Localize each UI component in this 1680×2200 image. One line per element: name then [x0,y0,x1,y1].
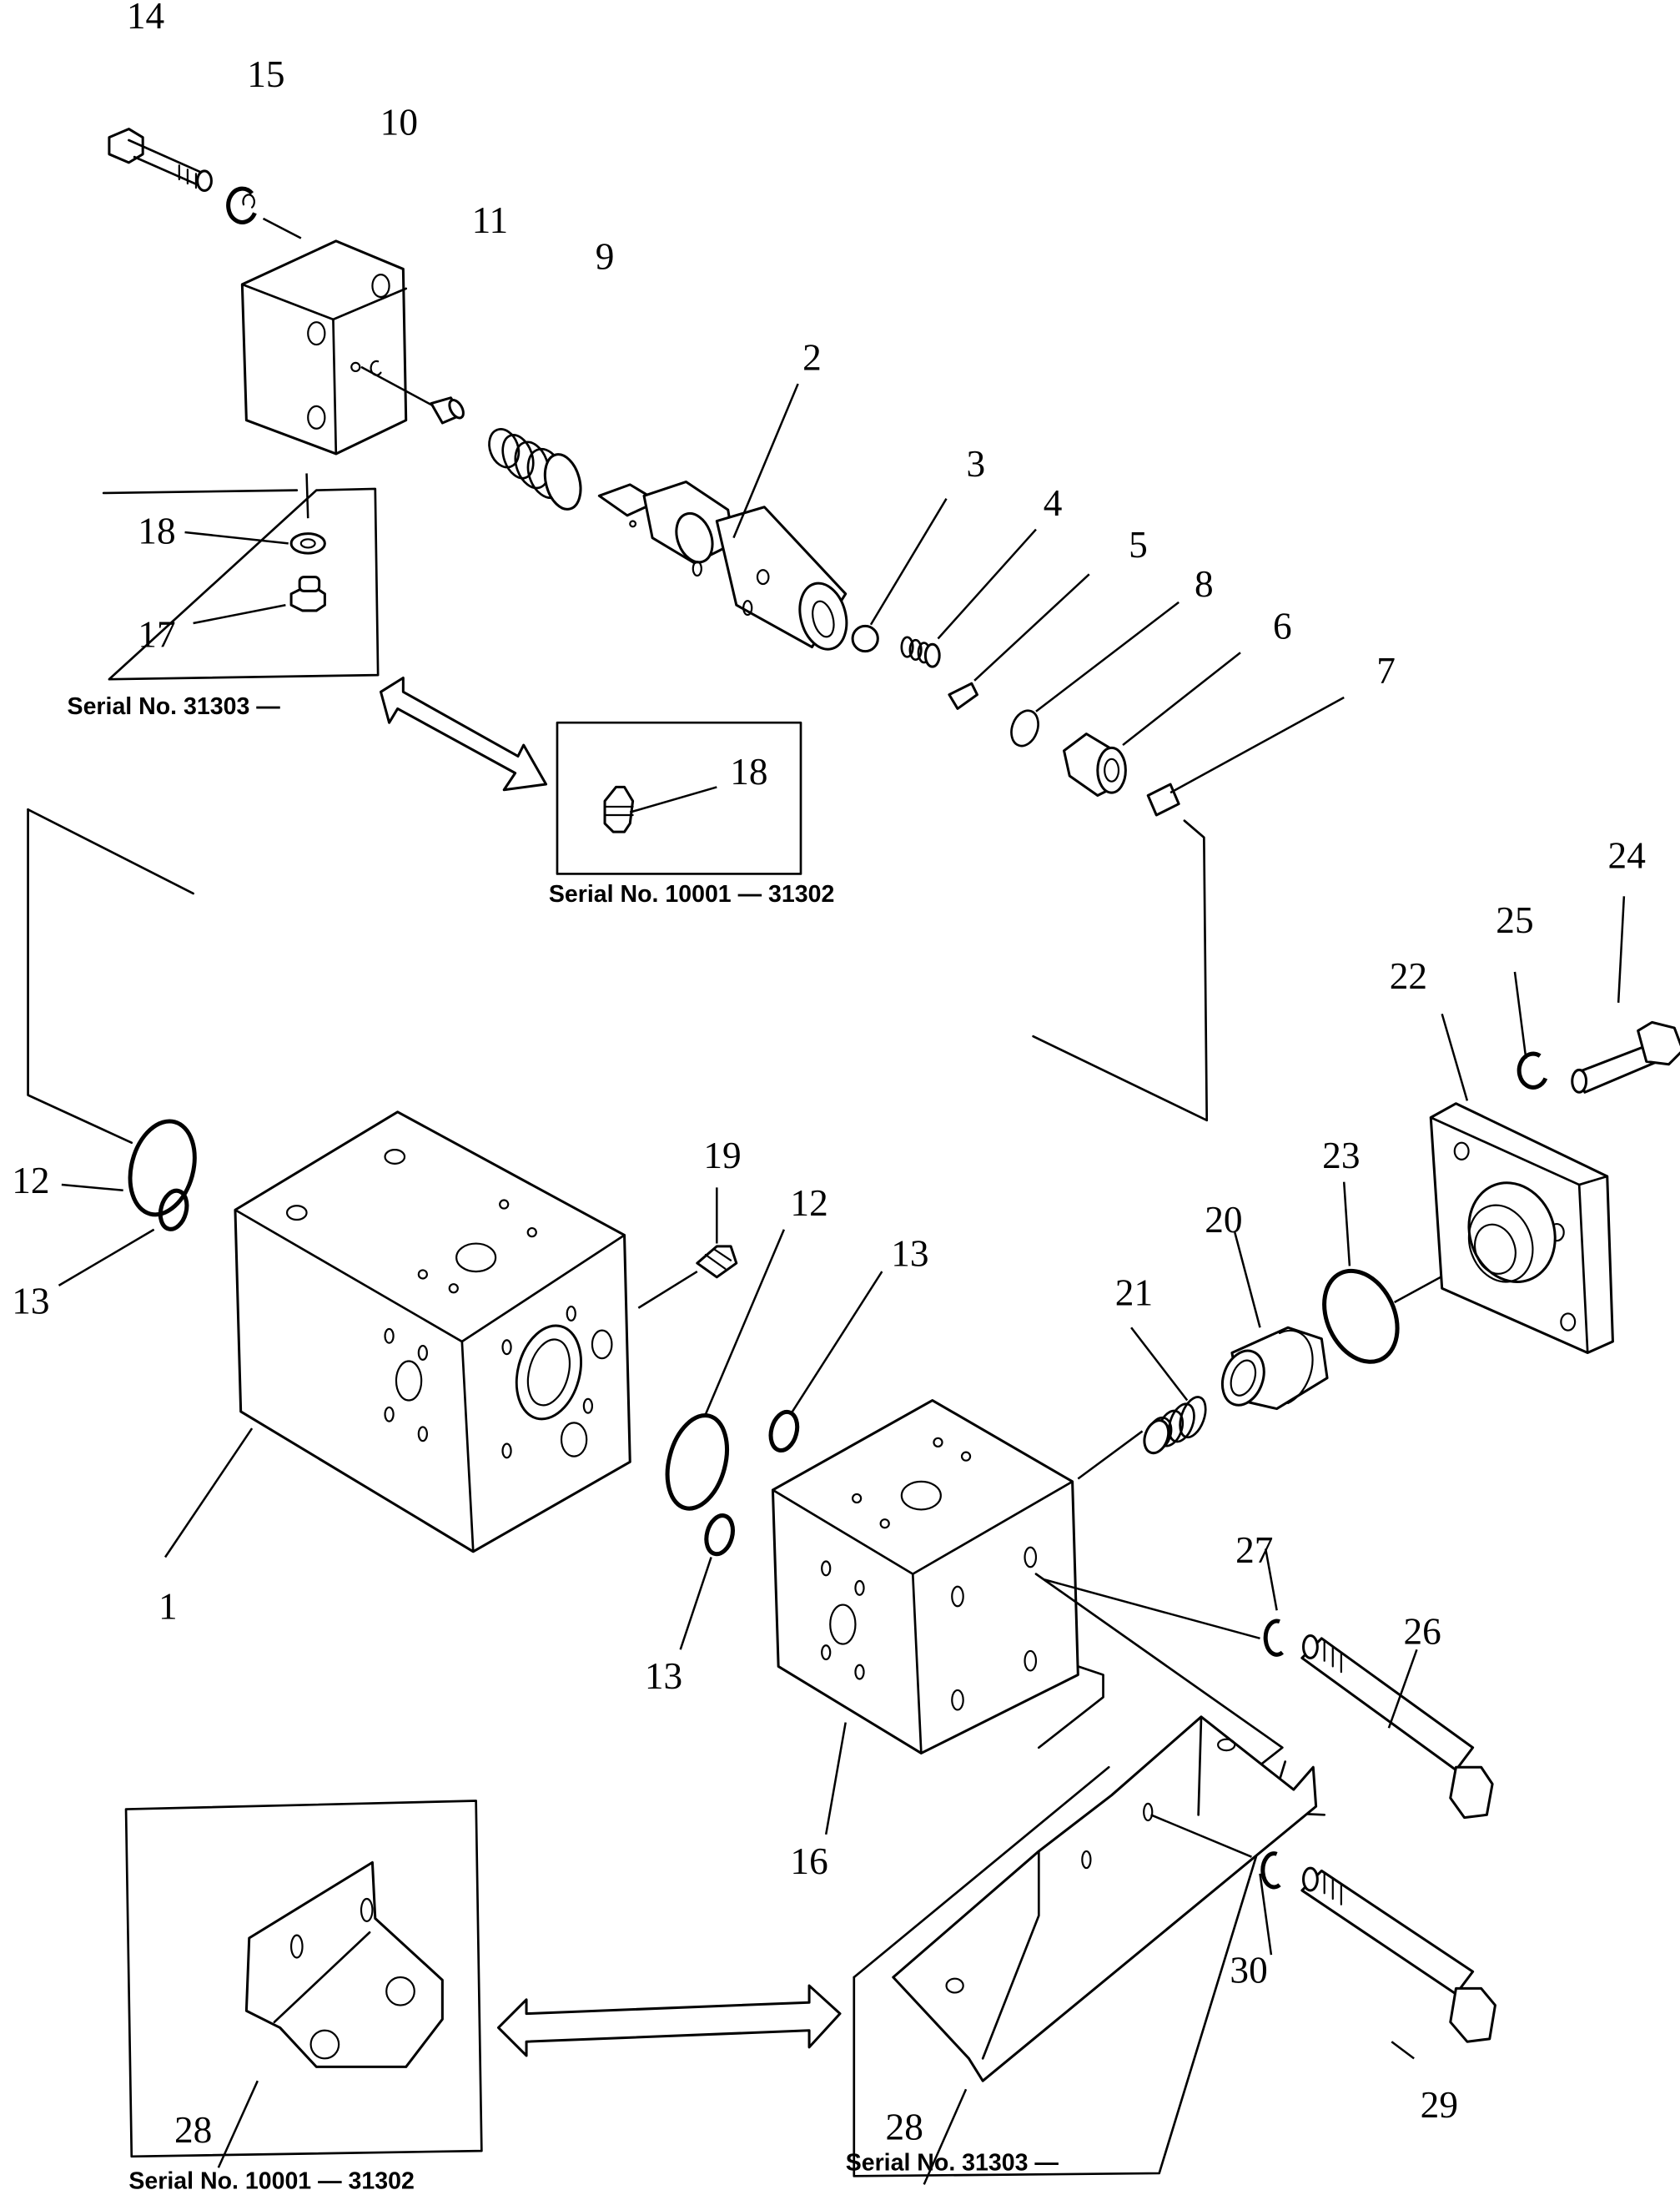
washer-27 [1263,1619,1284,1657]
pin-7 [1146,783,1180,817]
plug-18 [696,1245,738,1279]
washer-15 [226,186,257,224]
callout-24: 24 [1608,835,1646,877]
valve-body-1 [234,1110,631,1553]
callout-13-middle-bottom: 13 [645,1655,682,1697]
spring-21 [1143,1396,1207,1455]
callout-8: 8 [1195,563,1214,605]
callout-17: 18 [138,510,175,551]
callout-15: 15 [247,53,284,95]
o-ring-23 [1322,1268,1400,1364]
callout-18-body: 19 [703,1135,741,1176]
callout-16: 17 [138,614,175,656]
swap-arrow-plug [379,676,548,792]
serial-note-plug-old: Serial No. 10001 — 31302 [549,881,834,908]
callout-29: 29 [1421,2084,1458,2126]
callout-26: 26 [1404,1611,1441,1653]
pin-5 [948,682,978,710]
inset-plug-new [102,487,380,681]
callout-12-left: 12 [12,1160,49,1201]
bolt-14 [108,128,213,192]
callout-13-middle-top: 13 [891,1232,928,1274]
pin-11 [430,396,465,425]
serial-note-plug-new: Serial No. 31303 — [68,693,281,720]
spring-9 [488,428,582,511]
serial-note-bracket-old: Serial No. 10001 — 31302 [128,2167,414,2194]
callout-18-inset: 18 [730,751,767,793]
ball-3 [851,624,879,653]
callout-7: 7 [1376,650,1396,692]
valve-body-19 [771,1399,1079,1754]
o-ring-13-middle-bottom [704,1513,735,1557]
o-ring-13-middle-top [768,1409,800,1452]
callout-14: 14 [127,0,164,37]
inset-bracket-old [124,1800,483,2158]
callout-5: 5 [1129,524,1148,566]
callout-13-left: 13 [12,1280,49,1322]
callout-4: 4 [1044,482,1063,524]
callout-10: 10 [380,101,418,143]
bolt-24 [1571,1020,1680,1094]
callout-12-middle: 12 [790,1182,827,1224]
serial-notes: Serial No. 31303 — Serial No. 10001 — 31… [68,693,1059,2194]
callout-9: 9 [596,235,615,277]
callout-28-old: 28 [174,2109,212,2151]
o-ring-12-middle [665,1413,729,1511]
cover-10 [240,239,408,456]
piston-20 [1220,1326,1329,1411]
o-ring-13-left [158,1188,189,1231]
callout-labels: 14 15 10 11 9 2 3 4 5 8 6 7 18 17 18 24 … [12,0,1646,2151]
poppet-6 [1063,732,1127,797]
swap-arrow-bracket [496,1984,842,2057]
inset-plug-old [556,721,802,875]
callout-28-new: 28 [886,2107,923,2148]
o-ring-12-left [128,1119,197,1217]
bolt-29 [1300,1866,1496,2043]
callout-25: 25 [1496,899,1533,941]
callout-6: 6 [1273,606,1292,647]
callout-2: 2 [802,336,822,378]
callout-3: 3 [966,443,985,485]
bolt-26 [1300,1634,1494,1820]
callout-22: 22 [1390,955,1427,997]
washer-30 [1260,1851,1281,1890]
bracket-28-new [892,1715,1318,2082]
callout-19: 16 [790,1840,827,1882]
spring-4 [900,636,941,668]
callout-20: 20 [1205,1199,1242,1241]
callout-23: 23 [1322,1135,1360,1176]
spool-2 [597,481,848,651]
callout-1: 1 [158,1585,178,1627]
washer-25 [1517,1051,1548,1090]
callout-30: 30 [1230,1950,1267,1991]
serial-note-bracket-new: Serial No. 31303 — [846,2150,1059,2177]
cover-22 [1429,1102,1614,1354]
o-ring-8 [1010,709,1039,748]
callout-21: 21 [1115,1271,1153,1313]
callout-11: 11 [472,199,509,241]
callout-27: 27 [1235,1529,1273,1571]
